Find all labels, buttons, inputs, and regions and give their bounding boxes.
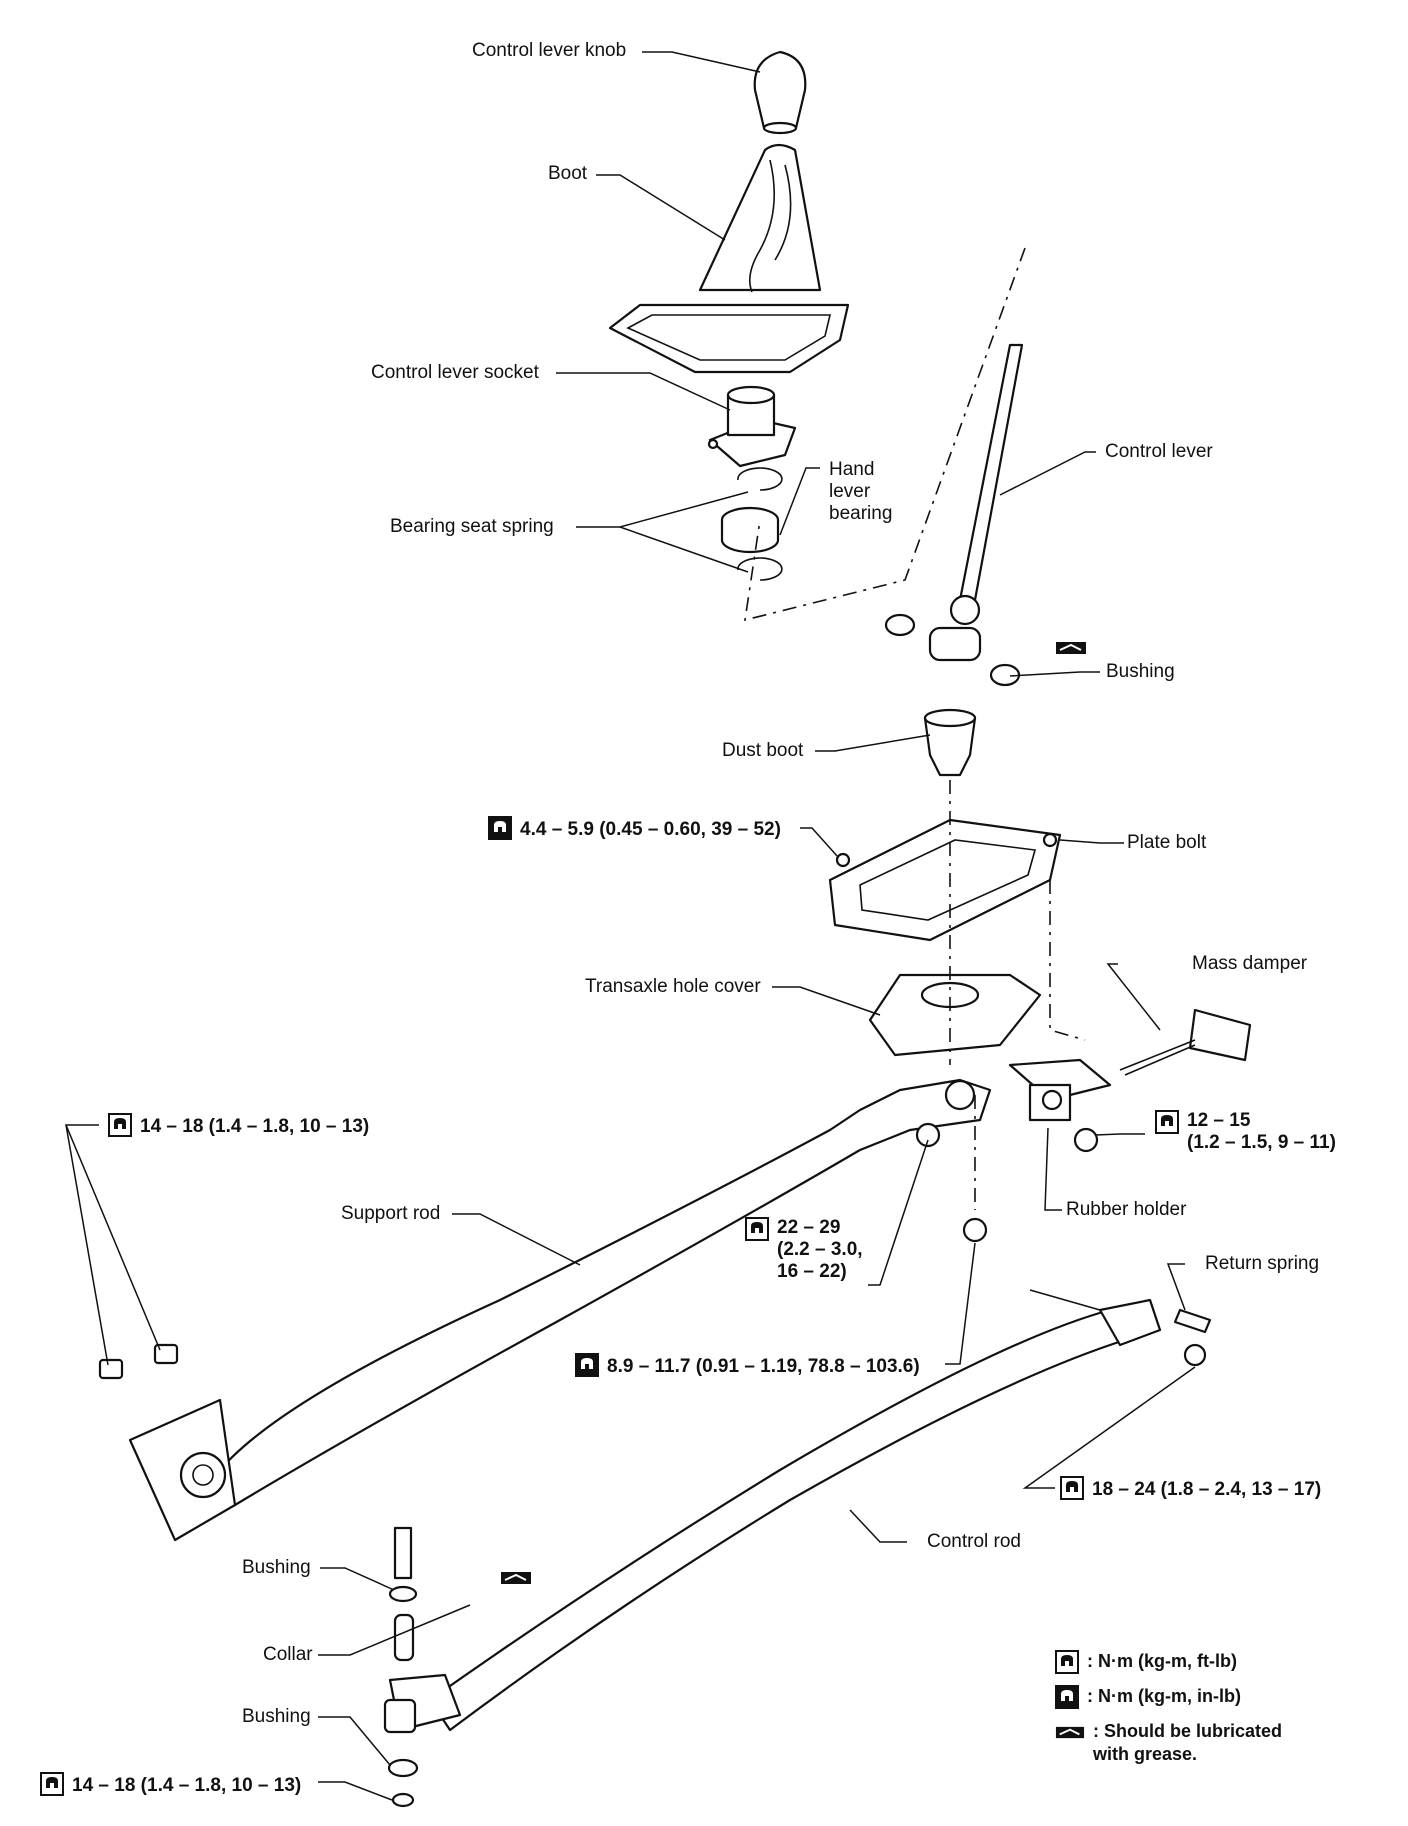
center-nuts bbox=[915, 1122, 1207, 1367]
label-control-lever-knob: Control lever knob bbox=[472, 40, 627, 61]
legend-grease-text: : Should be lubricated with grease. bbox=[1093, 1721, 1283, 1764]
torque-control-rod-end-value: 18 – 24 (1.8 – 2.4, 13 – 17) bbox=[1092, 1479, 1322, 1500]
torque-support-left: 14 – 18 (1.4 – 1.8, 10 – 13) bbox=[108, 1113, 369, 1138]
bearing-seat-spring-upper bbox=[737, 467, 783, 491]
torque-wrench-inlb-icon bbox=[488, 816, 512, 840]
label-dust-boot: Dust boot bbox=[722, 740, 804, 761]
label-collar: Collar bbox=[263, 1644, 313, 1665]
label-plate-bolt: Plate bolt bbox=[1127, 832, 1207, 853]
legend-ftlb: : N·m (kg-m, ft-lb) bbox=[1055, 1650, 1237, 1674]
legend-inlb: : N·m (kg-m, in-lb) bbox=[1055, 1685, 1241, 1709]
torque-holder: 12 – 15 (1.2 – 1.5, 9 – 11) bbox=[1155, 1110, 1336, 1154]
control-lever-knob bbox=[753, 50, 807, 135]
control-lever bbox=[884, 343, 1024, 687]
legend-grease: : Should be lubricated with grease. bbox=[1055, 1720, 1282, 1765]
hand-lever-bearing bbox=[720, 506, 780, 554]
torque-support-center-value: 22 – 29 (2.2 – 3.0, 16 – 22) bbox=[777, 1217, 863, 1282]
torque-support-center: 22 – 29 (2.2 – 3.0, 16 – 22) bbox=[745, 1217, 863, 1283]
torque-wrench-ftlb-icon bbox=[1060, 1476, 1084, 1500]
label-boot: Boot bbox=[548, 163, 588, 184]
grease-icon-lever bbox=[1055, 641, 1087, 655]
shift-boot bbox=[608, 143, 850, 374]
torque-nut-center: 8.9 – 11.7 (0.91 – 1.19, 78.8 – 103.6) bbox=[575, 1353, 920, 1378]
torque-bottom: 14 – 18 (1.4 – 1.8, 10 – 13) bbox=[40, 1772, 301, 1797]
label-mass-damper: Mass damper bbox=[1192, 953, 1308, 974]
label-bearing-seat-spring: Bearing seat spring bbox=[390, 516, 554, 537]
torque-wrench-ftlb-icon bbox=[40, 1772, 64, 1796]
dust-boot bbox=[923, 708, 977, 777]
label-control-lever-socket: Control lever socket bbox=[371, 362, 539, 383]
support-rod bbox=[98, 1078, 992, 1542]
label-bushing-top: Bushing bbox=[242, 1557, 311, 1578]
label-hand-lever-bearing: Hand lever bearing bbox=[829, 459, 893, 524]
label-return-spring: Return spring bbox=[1205, 1253, 1320, 1274]
grease-icon-collar bbox=[500, 1571, 532, 1585]
legend-ftlb-text: : N·m (kg-m, ft-lb) bbox=[1087, 1651, 1237, 1671]
torque-bottom-value: 14 – 18 (1.4 – 1.8, 10 – 13) bbox=[72, 1775, 302, 1796]
label-control-lever: Control lever bbox=[1105, 441, 1213, 462]
transaxle-hole-cover bbox=[868, 973, 1042, 1057]
torque-wrench-ftlb-icon bbox=[1155, 1110, 1179, 1134]
torque-nut-center-value: 8.9 – 11.7 (0.91 – 1.19, 78.8 – 103.6) bbox=[607, 1356, 920, 1377]
torque-plate-value: 4.4 – 5.9 (0.45 – 0.60, 39 – 52) bbox=[520, 819, 781, 840]
label-bushing-lever: Bushing bbox=[1106, 661, 1175, 682]
torque-plate: 4.4 – 5.9 (0.45 – 0.60, 39 – 52) bbox=[488, 816, 781, 841]
torque-holder-value: 12 – 15 (1.2 – 1.5, 9 – 11) bbox=[1187, 1110, 1336, 1153]
control-rod bbox=[383, 1289, 1212, 1734]
label-control-rod: Control rod bbox=[927, 1531, 1021, 1552]
torque-wrench-ftlb-icon bbox=[1055, 1650, 1079, 1674]
torque-support-left-value: 14 – 18 (1.4 – 1.8, 10 – 13) bbox=[140, 1116, 370, 1137]
bottom-bolt-and-bushings bbox=[387, 1526, 419, 1808]
bearing-seat-spring-lower bbox=[737, 557, 783, 581]
mass-damper bbox=[1119, 1008, 1252, 1076]
legend-inlb-text: : N·m (kg-m, in-lb) bbox=[1087, 1686, 1241, 1706]
grease-applicator-icon bbox=[1055, 1725, 1085, 1740]
label-rubber-holder: Rubber holder bbox=[1066, 1199, 1187, 1220]
label-bushing-bottom: Bushing bbox=[242, 1706, 311, 1727]
alignment-lines bbox=[744, 247, 1086, 1210]
torque-wrench-ftlb-icon bbox=[745, 1217, 769, 1241]
torque-wrench-inlb-icon bbox=[1055, 1685, 1079, 1709]
torque-wrench-ftlb-icon bbox=[108, 1113, 132, 1137]
shift-plate bbox=[828, 818, 1062, 942]
control-lever-socket bbox=[707, 385, 797, 468]
torque-wrench-inlb-icon bbox=[575, 1353, 599, 1377]
rubber-holder-bracket bbox=[1008, 1058, 1112, 1122]
label-transaxle-hole-cover: Transaxle hole cover bbox=[585, 976, 761, 997]
torque-control-rod-end: 18 – 24 (1.8 – 2.4, 13 – 17) bbox=[1060, 1476, 1321, 1501]
label-support-rod: Support rod bbox=[341, 1203, 441, 1224]
leader-lines bbox=[65, 51, 1196, 1801]
